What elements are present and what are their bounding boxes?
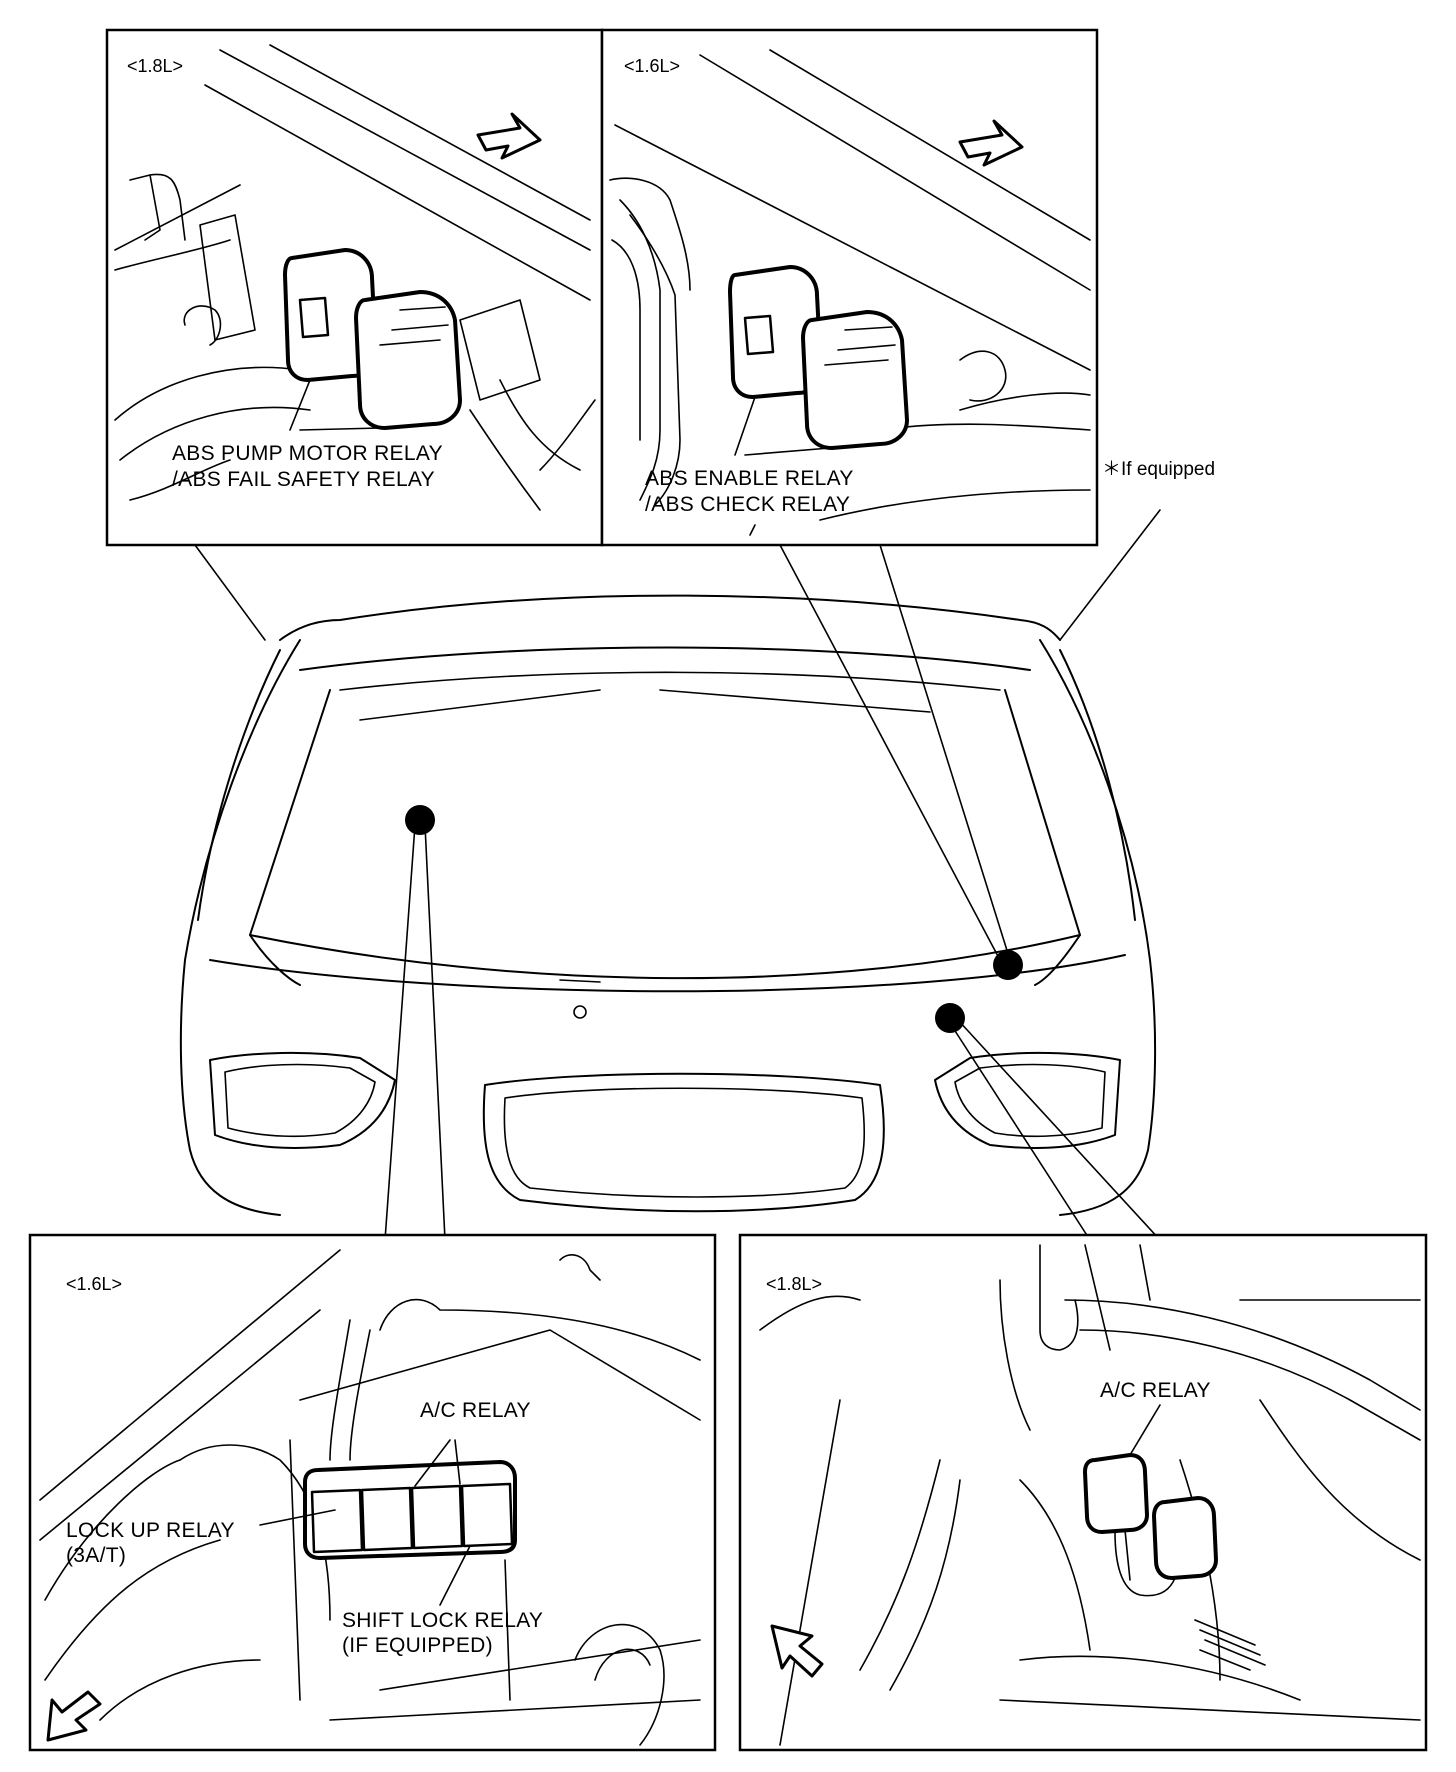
shift-lock-relay — [460, 1482, 514, 1548]
front-direction-arrow — [770, 1624, 824, 1678]
lock-up-relay-subtitle: (3A/T) — [66, 1544, 126, 1567]
front-direction-arrow — [46, 1690, 102, 1742]
shift-lock-relay-subtitle: (IF EQUIPPED) — [342, 1634, 493, 1657]
abs-check-relay-label: /ABS CHECK RELAY — [645, 493, 850, 516]
location-dot-bottom-right — [935, 1003, 965, 1033]
shift-lock-relay-label: SHIFT LOCK RELAY — [342, 1609, 543, 1632]
abs-pump-motor-relay — [283, 248, 378, 382]
if-equipped-note: ＊If equipped — [1102, 459, 1215, 480]
ac-relay — [1083, 1453, 1149, 1534]
location-dot-bottom-left — [405, 805, 435, 835]
panel-bottom-left: <1.6L> A/C RELAY LOCK UP RELAY (3 — [28, 1233, 717, 1752]
car-front-view — [179, 594, 1157, 1216]
relay-2 — [1152, 1496, 1218, 1580]
abs-pump-motor-relay-label: ABS PUMP MOTOR RELAY — [172, 442, 443, 465]
abs-fail-safety-relay-label: /ABS FAIL SAFETY RELAY — [172, 468, 435, 491]
ac-relay-2 — [410, 1484, 464, 1550]
panel-top-left: <1.8L> ABS PUMP MOTOR RELAY /ABS FAIL SA… — [105, 28, 604, 547]
front-direction-arrow — [476, 112, 542, 160]
panel-bottom-right: <1.8L> A/C RELAY — [738, 1233, 1428, 1752]
panel-top-right: <1.6L> ABS ENABLE RELAY /ABS CHECK RELAY — [600, 28, 1099, 547]
panel-variant-label: <1.6L> — [66, 1274, 122, 1294]
panel-variant-label: <1.6L> — [624, 56, 680, 76]
location-dot-top-right — [993, 950, 1023, 980]
abs-enable-relay — [728, 265, 823, 399]
abs-enable-relay-label: ABS ENABLE RELAY — [645, 467, 854, 490]
ac-relay-label: A/C RELAY — [420, 1399, 531, 1422]
front-direction-arrow — [958, 119, 1024, 167]
abs-check-relay — [801, 310, 909, 450]
abs-fail-safety-relay — [354, 290, 462, 430]
callout-lines — [194, 509, 1161, 1241]
panel-variant-label: <1.8L> — [127, 56, 183, 76]
ac-relay-label: A/C RELAY — [1100, 1379, 1211, 1402]
lock-up-relay-label: LOCK UP RELAY — [66, 1519, 235, 1542]
lock-up-relay — [310, 1488, 364, 1554]
ac-relay-1 — [360, 1486, 414, 1552]
panel-variant-label: <1.8L> — [766, 1274, 822, 1294]
